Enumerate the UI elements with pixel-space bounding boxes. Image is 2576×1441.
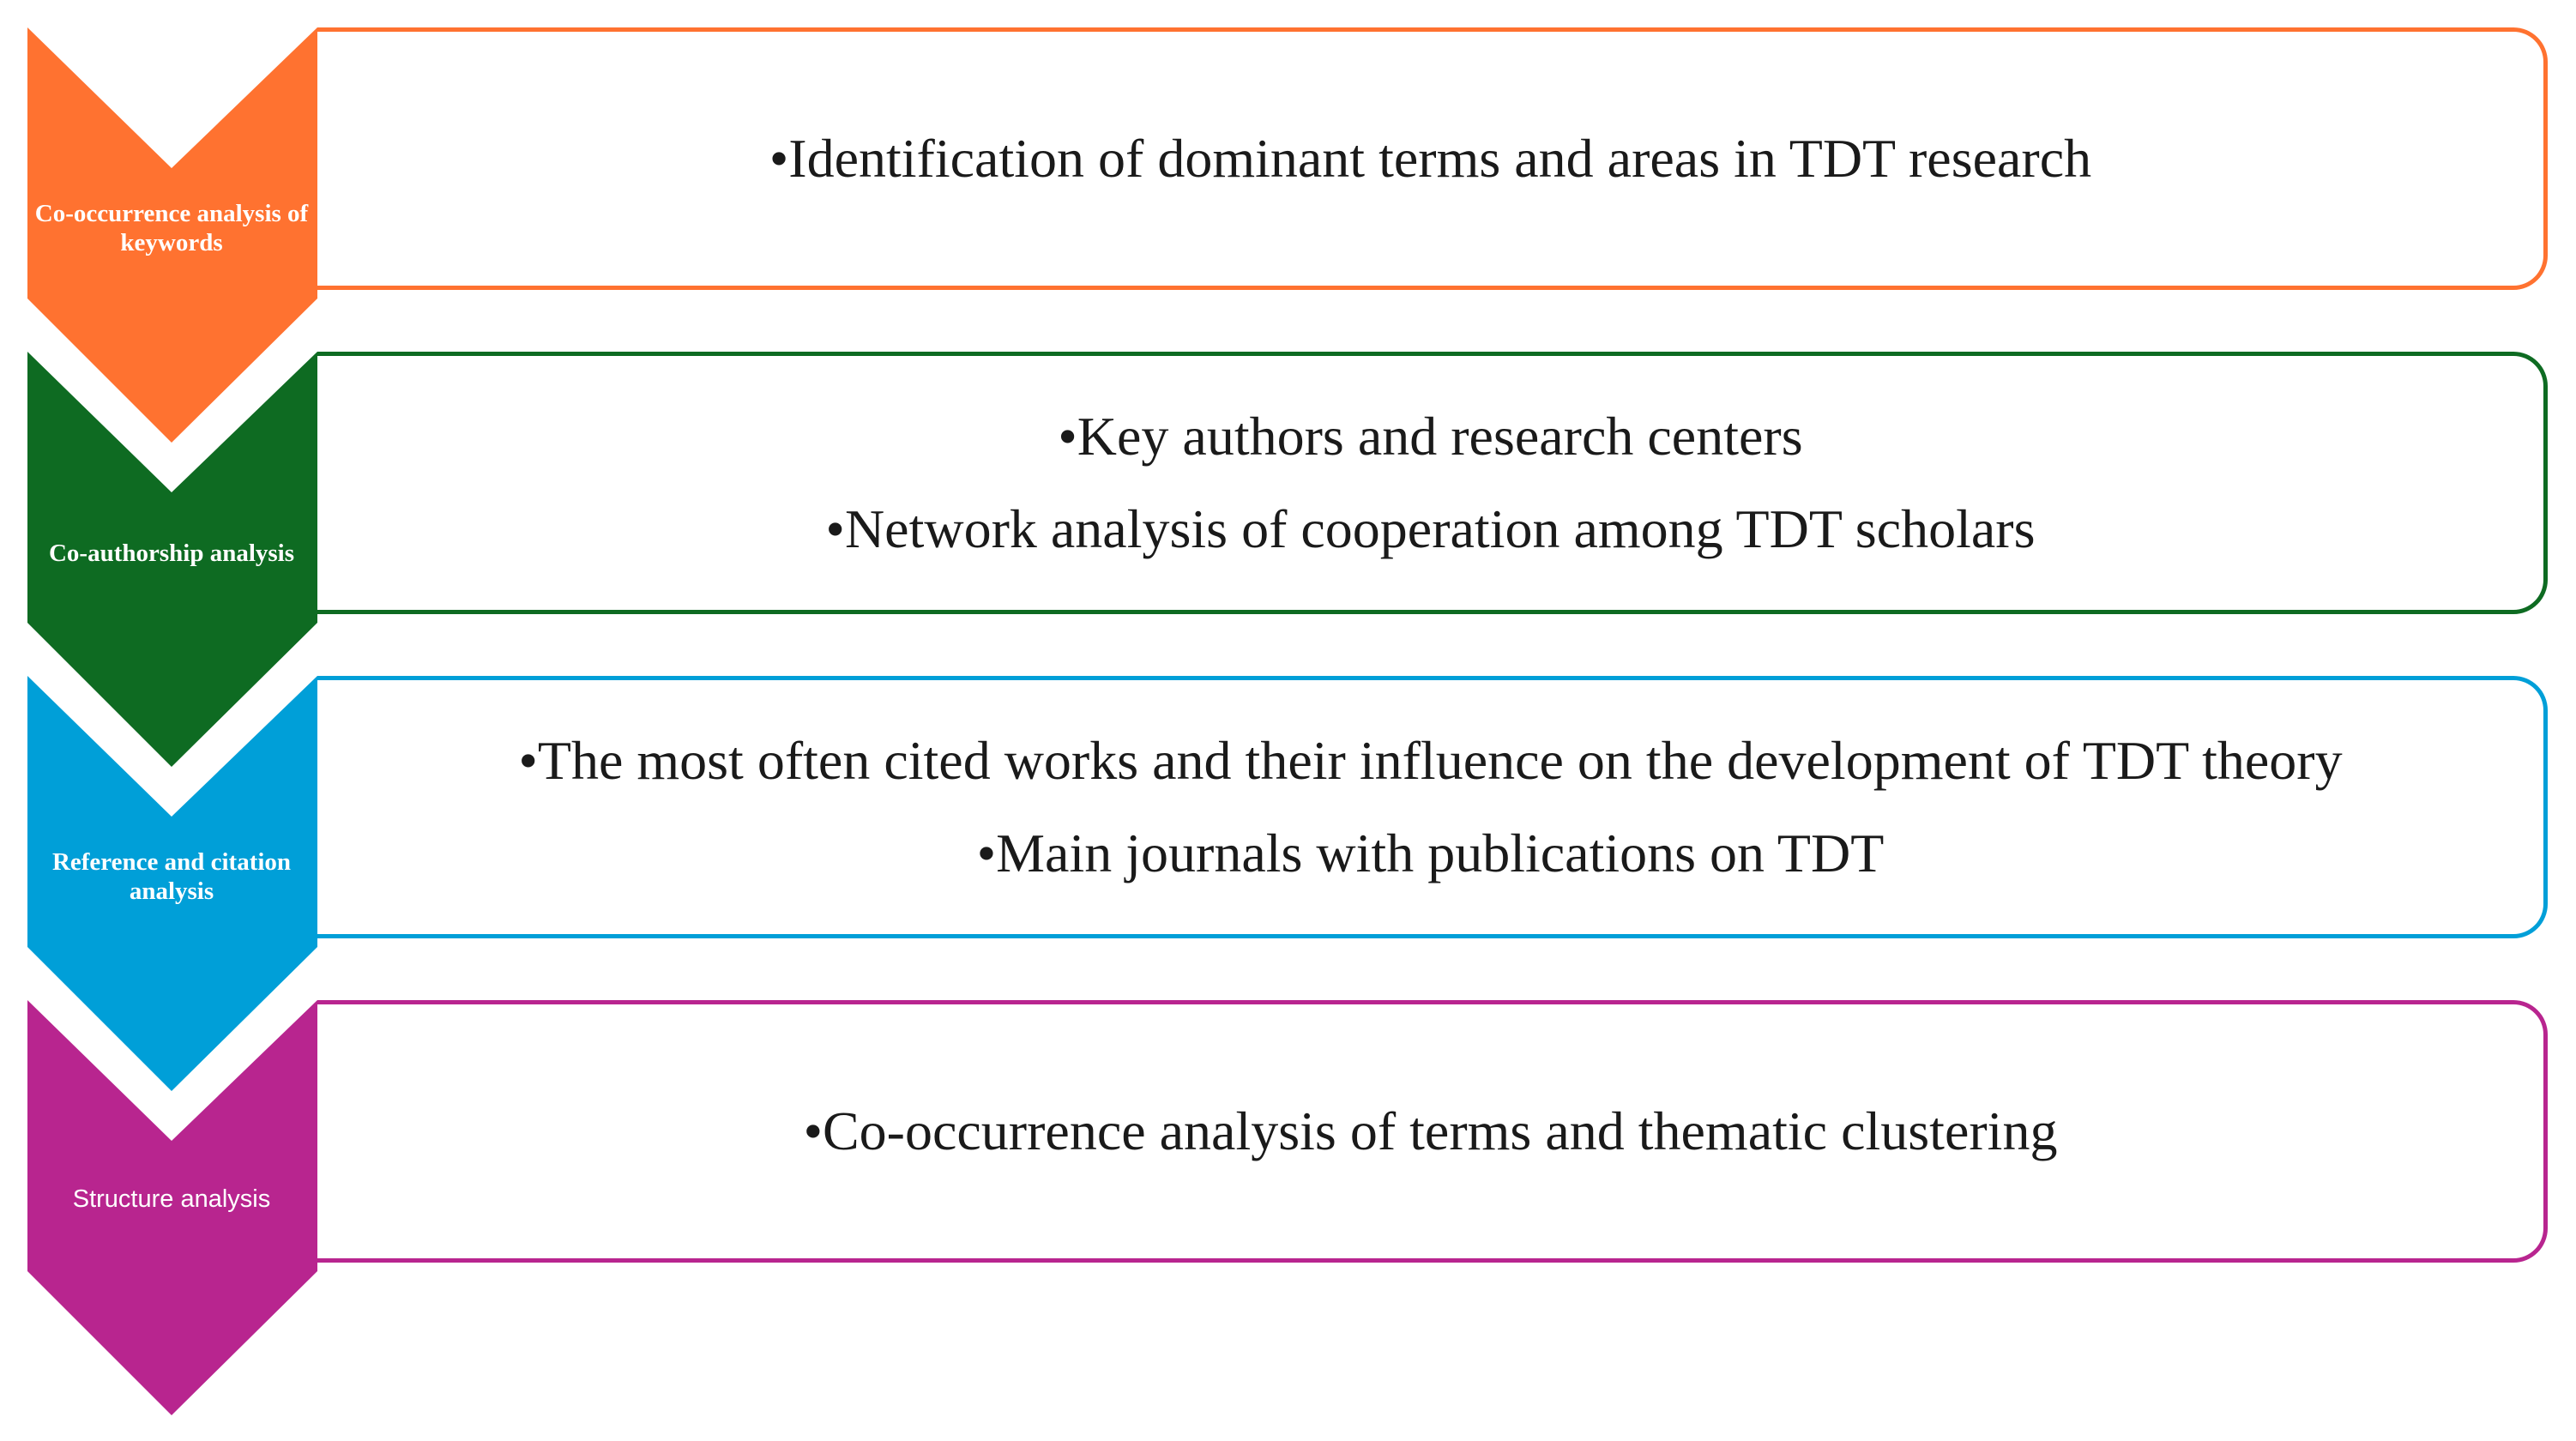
stage-3-bullet-2: •Main journals with publications on TDT — [976, 823, 1885, 883]
stage-3-panel: •The most often cited works and their in… — [317, 676, 2548, 938]
chevron-stage-2 — [27, 352, 317, 767]
stage-2-bullet-2: •Network analysis of cooperation among T… — [825, 498, 2036, 559]
stage-2-label: Co-authorship analysis — [48, 540, 295, 567]
stage-1-label: Co-occurrence analysis of keywords — [34, 200, 309, 256]
stage-2-panel: •Key authors and research centers •Netwo… — [317, 352, 2548, 614]
stage-2-bullet-1: •Key authors and research centers — [1058, 406, 1803, 467]
chevron-stage-3 — [27, 676, 317, 1091]
chevron-stage-1 — [27, 27, 317, 443]
stage-3-label: Reference and citation analysis — [51, 848, 292, 905]
stage-3-bullet-1: •The most often cited works and their in… — [518, 730, 2343, 791]
stage-1-bullet-1: •Identification of dominant terms and ar… — [769, 128, 2092, 189]
stage-1-panel: •Identification of dominant terms and ar… — [317, 27, 2548, 290]
chevron-stage-4 — [27, 1000, 317, 1415]
stage-4-panel: •Co-occurrence analysis of terms and the… — [317, 1000, 2548, 1263]
stage-4-label: Structure analysis — [72, 1185, 271, 1213]
stage-4-bullet-1: •Co-occurrence analysis of terms and the… — [803, 1100, 2058, 1161]
